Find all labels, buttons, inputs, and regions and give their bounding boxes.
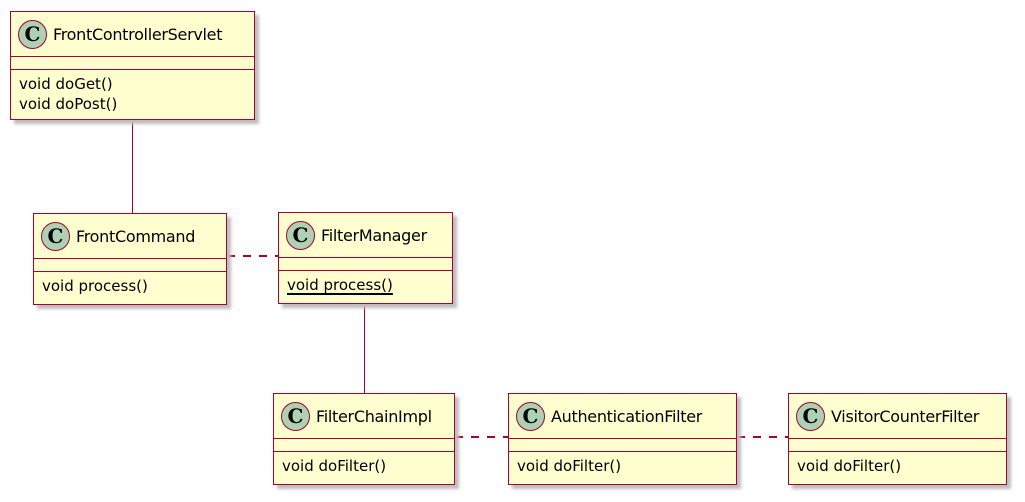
class-stereotype-icon: C (796, 401, 825, 431)
stereotype-letter: C (522, 404, 539, 428)
stereotype-letter: C (24, 22, 41, 46)
class-stereotype-icon: C (41, 221, 70, 251)
class-stereotype-icon: C (281, 401, 310, 431)
class-name: FrontCommand (76, 226, 196, 246)
method-signature-static: void process() (287, 276, 393, 294)
class-methods-compartment: void process() (34, 272, 226, 296)
class-header: C VisitorCounterFilter (789, 394, 1006, 439)
class-header: C FilterChainImpl (274, 394, 454, 439)
class-attributes-compartment (509, 439, 736, 452)
class-stereotype-icon: C (18, 19, 47, 49)
stereotype-letter: C (47, 224, 64, 248)
class-filtermanager: C FilterManager void process() (278, 212, 453, 304)
class-header: C FrontControllerServlet (11, 12, 254, 57)
class-name: FrontControllerServlet (53, 24, 223, 44)
class-attributes-compartment (274, 439, 454, 452)
class-attributes-compartment (11, 57, 254, 70)
class-attributes-compartment (34, 259, 226, 272)
class-visitorcounterfilter: C VisitorCounterFilter void doFilter() (788, 393, 1007, 485)
class-filterchainimpl: C FilterChainImpl void doFilter() (273, 393, 455, 485)
method-signature: void doFilter() (517, 457, 622, 475)
method-signature: void doGet() (19, 75, 113, 93)
class-header: C FilterManager (279, 213, 452, 258)
class-frontcontrollerservlet: C FrontControllerServlet void doGet() vo… (10, 11, 255, 120)
class-name: AuthenticationFilter (551, 406, 703, 426)
class-header: C FrontCommand (34, 214, 226, 259)
class-stereotype-icon: C (286, 220, 315, 250)
class-methods-compartment: void doFilter() (274, 452, 454, 476)
relation-filterchainimpl-authenticationfilter (455, 436, 508, 438)
stereotype-letter: C (802, 404, 819, 428)
class-attributes-compartment (789, 439, 1006, 452)
relation-frontcommand-filtermanager (227, 255, 278, 257)
class-methods-compartment: void doGet() void doPost() (11, 70, 254, 114)
class-attributes-compartment (279, 258, 452, 271)
stereotype-letter: C (287, 404, 304, 428)
method-signature: void process() (42, 277, 148, 295)
class-frontcommand: C FrontCommand void process() (33, 213, 227, 305)
class-methods-compartment: void doFilter() (509, 452, 736, 476)
class-name: FilterManager (321, 225, 427, 245)
class-authenticationfilter: C AuthenticationFilter void doFilter() (508, 393, 737, 485)
method-signature: void doPost() (19, 95, 118, 113)
relation-authenticationfilter-visitorcounterfilter (737, 436, 788, 438)
method-signature: void doFilter() (282, 457, 387, 475)
method-signature: void doFilter() (797, 457, 902, 475)
relation-frontcontrollerservlet-frontcommand (132, 120, 133, 213)
stereotype-letter: C (292, 223, 309, 247)
relation-filtermanager-filterchainimpl (364, 303, 365, 393)
class-name: VisitorCounterFilter (831, 406, 980, 426)
class-methods-compartment: void process() (279, 271, 452, 295)
class-methods-compartment: void doFilter() (789, 452, 1006, 476)
class-header: C AuthenticationFilter (509, 394, 736, 439)
class-stereotype-icon: C (516, 401, 545, 431)
class-name: FilterChainImpl (316, 406, 432, 426)
